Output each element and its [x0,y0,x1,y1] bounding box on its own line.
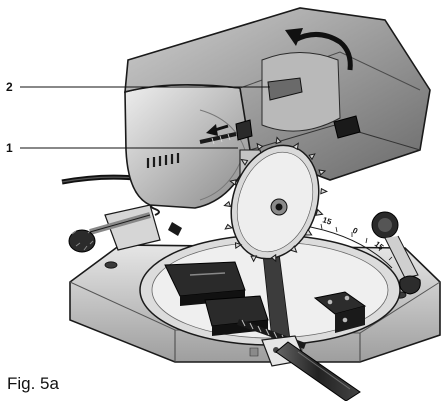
arrow-left-icon [206,124,229,136]
scale-mark-left: 15 [321,215,333,226]
blade-guard [124,7,431,201]
vise-clamp [164,261,367,401]
angle-lock-knob [371,211,421,295]
arrow-up-curved-icon [285,28,353,71]
saw-blade-icon [223,136,329,263]
motor-housing [124,84,253,209]
scale-mark-center: 0 [351,226,360,236]
callout-label-1: 1 [6,141,13,155]
figure-caption: Fig. 5a [7,374,59,393]
pivot-assembly [68,178,182,253]
callout-label-2: 2 [6,80,13,94]
